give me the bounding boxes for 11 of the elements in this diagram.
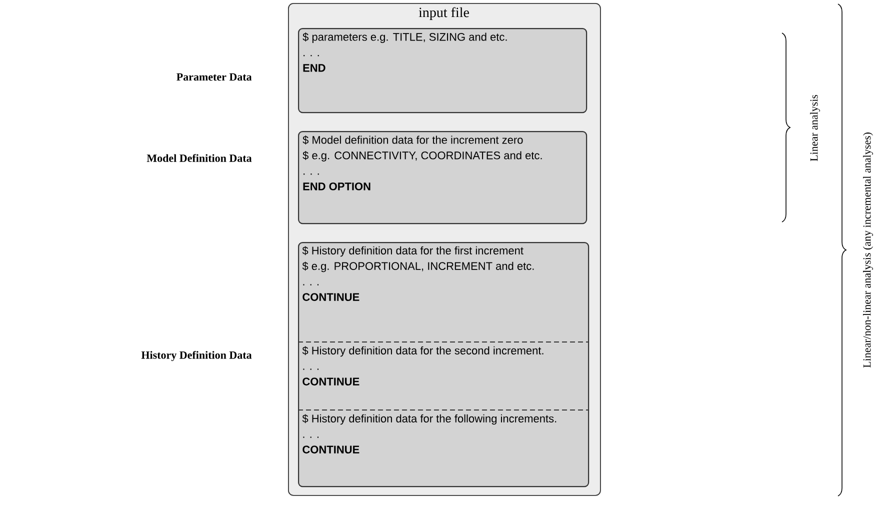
brace-label: Linear/non-linear analysis (any incremental analyses) — [863, 132, 873, 368]
section-text: $ History definition data for the first increment $ e.g. PROPORTIONAL, INCREMENT and etc. . . . CONTINUE — [302, 246, 534, 301]
history-box — [298, 242, 590, 488]
section-text: $ History definition data for the second increment. . . . CONTINUE — [302, 346, 544, 386]
brace-label: Linear analysis — [810, 94, 820, 162]
data-box: $ parameters e.g. TITLE, SIZING and etc. . . . END — [298, 28, 588, 114]
section-text: $ History definition data for the following increments. . . . CONTINUE — [302, 414, 556, 454]
section-label: Parameter Data — [176, 73, 252, 81]
data-box: $ Model definition data for the increment zero $ e.g. CONNECTIVITY, COORDINATES and etc. . . . END OPTION — [298, 131, 588, 224]
section-label: History Definition Data — [141, 350, 252, 362]
section-label: Model Definition Data — [146, 154, 252, 162]
